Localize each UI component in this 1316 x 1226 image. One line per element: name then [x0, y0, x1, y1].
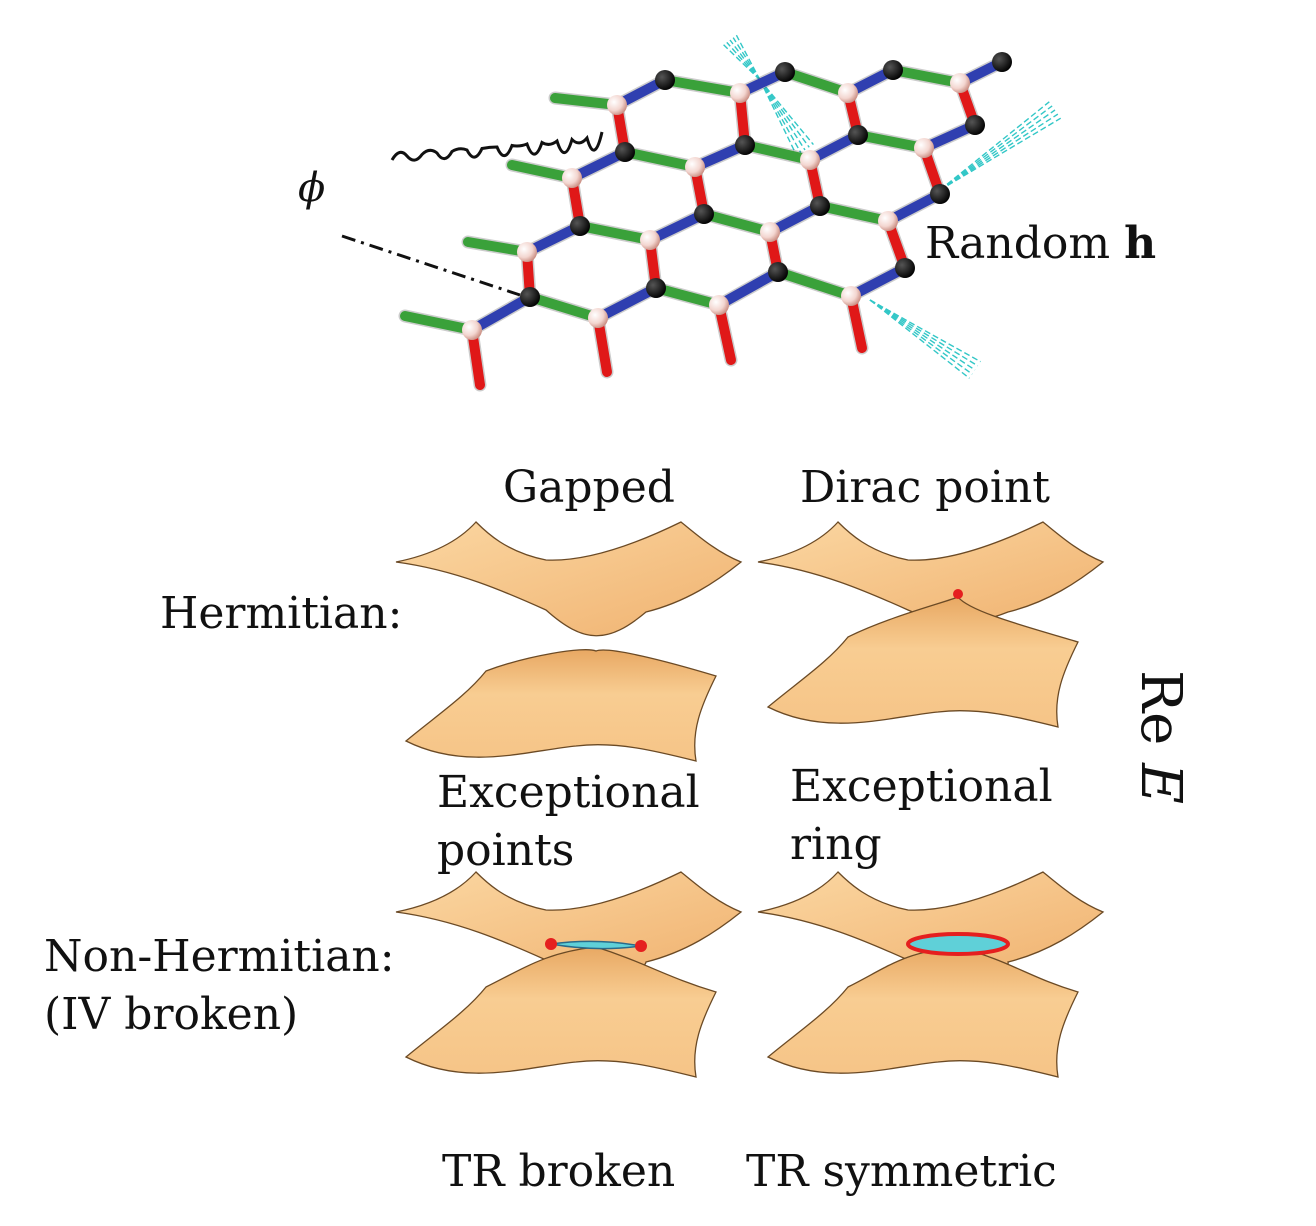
black-site — [655, 70, 675, 90]
exceptional-point-right — [635, 940, 647, 952]
green-bond — [400, 311, 477, 335]
white-site — [562, 168, 582, 188]
lower-band-surface — [766, 946, 1079, 1078]
black-site — [768, 262, 788, 282]
upper-band-surface — [757, 521, 1105, 624]
dirac-point-label: Dirac point — [800, 462, 1050, 513]
band-pair — [757, 871, 1105, 1078]
gapped-label: Gapped — [503, 462, 675, 513]
green-bond — [740, 140, 815, 165]
black-site — [646, 278, 666, 298]
white-site — [800, 150, 820, 170]
green-bond — [699, 209, 775, 237]
random-h-symbol: h — [1124, 218, 1157, 269]
white-site — [607, 95, 627, 115]
white-site — [709, 295, 729, 315]
black-site — [735, 135, 755, 155]
exceptional-point-left — [545, 938, 557, 950]
green-bond — [550, 93, 622, 110]
blue-bond — [467, 292, 535, 335]
honeycomb-lattice — [341, 34, 1062, 392]
white-site — [462, 320, 482, 340]
non-hermitian-row-label: Non-Hermitian: (IV broken) — [44, 928, 395, 1044]
green-bond — [507, 160, 577, 183]
phi-label: ϕ — [298, 165, 326, 211]
green-bond — [660, 75, 745, 98]
green-bond — [853, 130, 929, 153]
exceptional-ring — [906, 932, 1010, 956]
black-site — [775, 62, 795, 82]
blue-bond — [714, 267, 783, 310]
white-site — [841, 286, 861, 306]
white-site — [685, 157, 705, 177]
black-site — [520, 287, 540, 307]
green-bond — [888, 65, 965, 88]
upper-band-surface — [395, 521, 743, 637]
green-bond — [575, 221, 655, 245]
green-bond — [620, 147, 700, 172]
random-h-label: Random h — [925, 222, 1156, 266]
black-site — [895, 258, 915, 278]
black-site — [965, 115, 985, 135]
random-field-lines — [759, 79, 814, 156]
exceptional-points-label: Exceptional points — [437, 764, 700, 880]
e-label: E — [1128, 763, 1193, 805]
black-site — [848, 125, 868, 145]
black-site — [992, 52, 1012, 72]
random-field-lines — [869, 299, 981, 379]
exceptional-points-line2: points — [437, 825, 575, 876]
white-site — [640, 230, 660, 250]
exceptional-ring-line2: ring — [790, 819, 882, 870]
tr-broken-label: TR broken — [442, 1146, 676, 1197]
green-bond — [773, 267, 856, 301]
green-bond — [780, 67, 853, 98]
white-site — [517, 242, 537, 262]
black-site — [615, 142, 635, 162]
black-site — [810, 196, 830, 216]
white-site — [730, 83, 750, 103]
dash-dot-line — [341, 234, 521, 297]
random-field-lines — [723, 34, 761, 81]
re-e-axis-label: Re E — [1128, 670, 1193, 804]
exceptional-points-line1: Exceptional — [437, 767, 700, 818]
white-site — [878, 211, 898, 231]
black-site — [694, 204, 714, 224]
exceptional-ring-label: Exceptional ring — [790, 758, 1053, 874]
band-pair — [395, 521, 743, 762]
blue-bond — [593, 283, 661, 323]
non-hermitian-line1: Non-Hermitian: — [44, 931, 395, 982]
non-hermitian-line2: (IV broken) — [44, 989, 299, 1040]
black-site — [930, 184, 950, 204]
black-site — [570, 216, 590, 236]
black-site — [883, 60, 903, 80]
random-field-lines — [939, 101, 1062, 191]
lower-band-surface — [404, 649, 717, 762]
random-h-text: Random — [925, 218, 1111, 269]
white-site — [760, 222, 780, 242]
white-site — [914, 138, 934, 158]
tr-symmetric-label: TR symmetric — [746, 1146, 1057, 1197]
band-pair — [395, 871, 743, 1078]
dirac-point-marker — [953, 589, 963, 599]
green-bond — [525, 292, 603, 323]
white-site — [588, 308, 608, 328]
lower-band-surface — [404, 946, 717, 1078]
exceptional-ring-line1: Exceptional — [790, 761, 1053, 812]
lower-band-surface — [766, 596, 1079, 728]
photon-wavy-line — [390, 131, 604, 162]
band-surfaces — [395, 521, 1105, 1078]
green-bond — [815, 201, 893, 226]
band-pair — [757, 521, 1105, 728]
blue-bond — [846, 263, 910, 301]
white-site — [838, 83, 858, 103]
hermitian-row-label: Hermitian: — [160, 588, 403, 639]
white-site — [950, 73, 970, 93]
re-label: Re — [1128, 670, 1193, 746]
green-bond — [651, 283, 724, 310]
